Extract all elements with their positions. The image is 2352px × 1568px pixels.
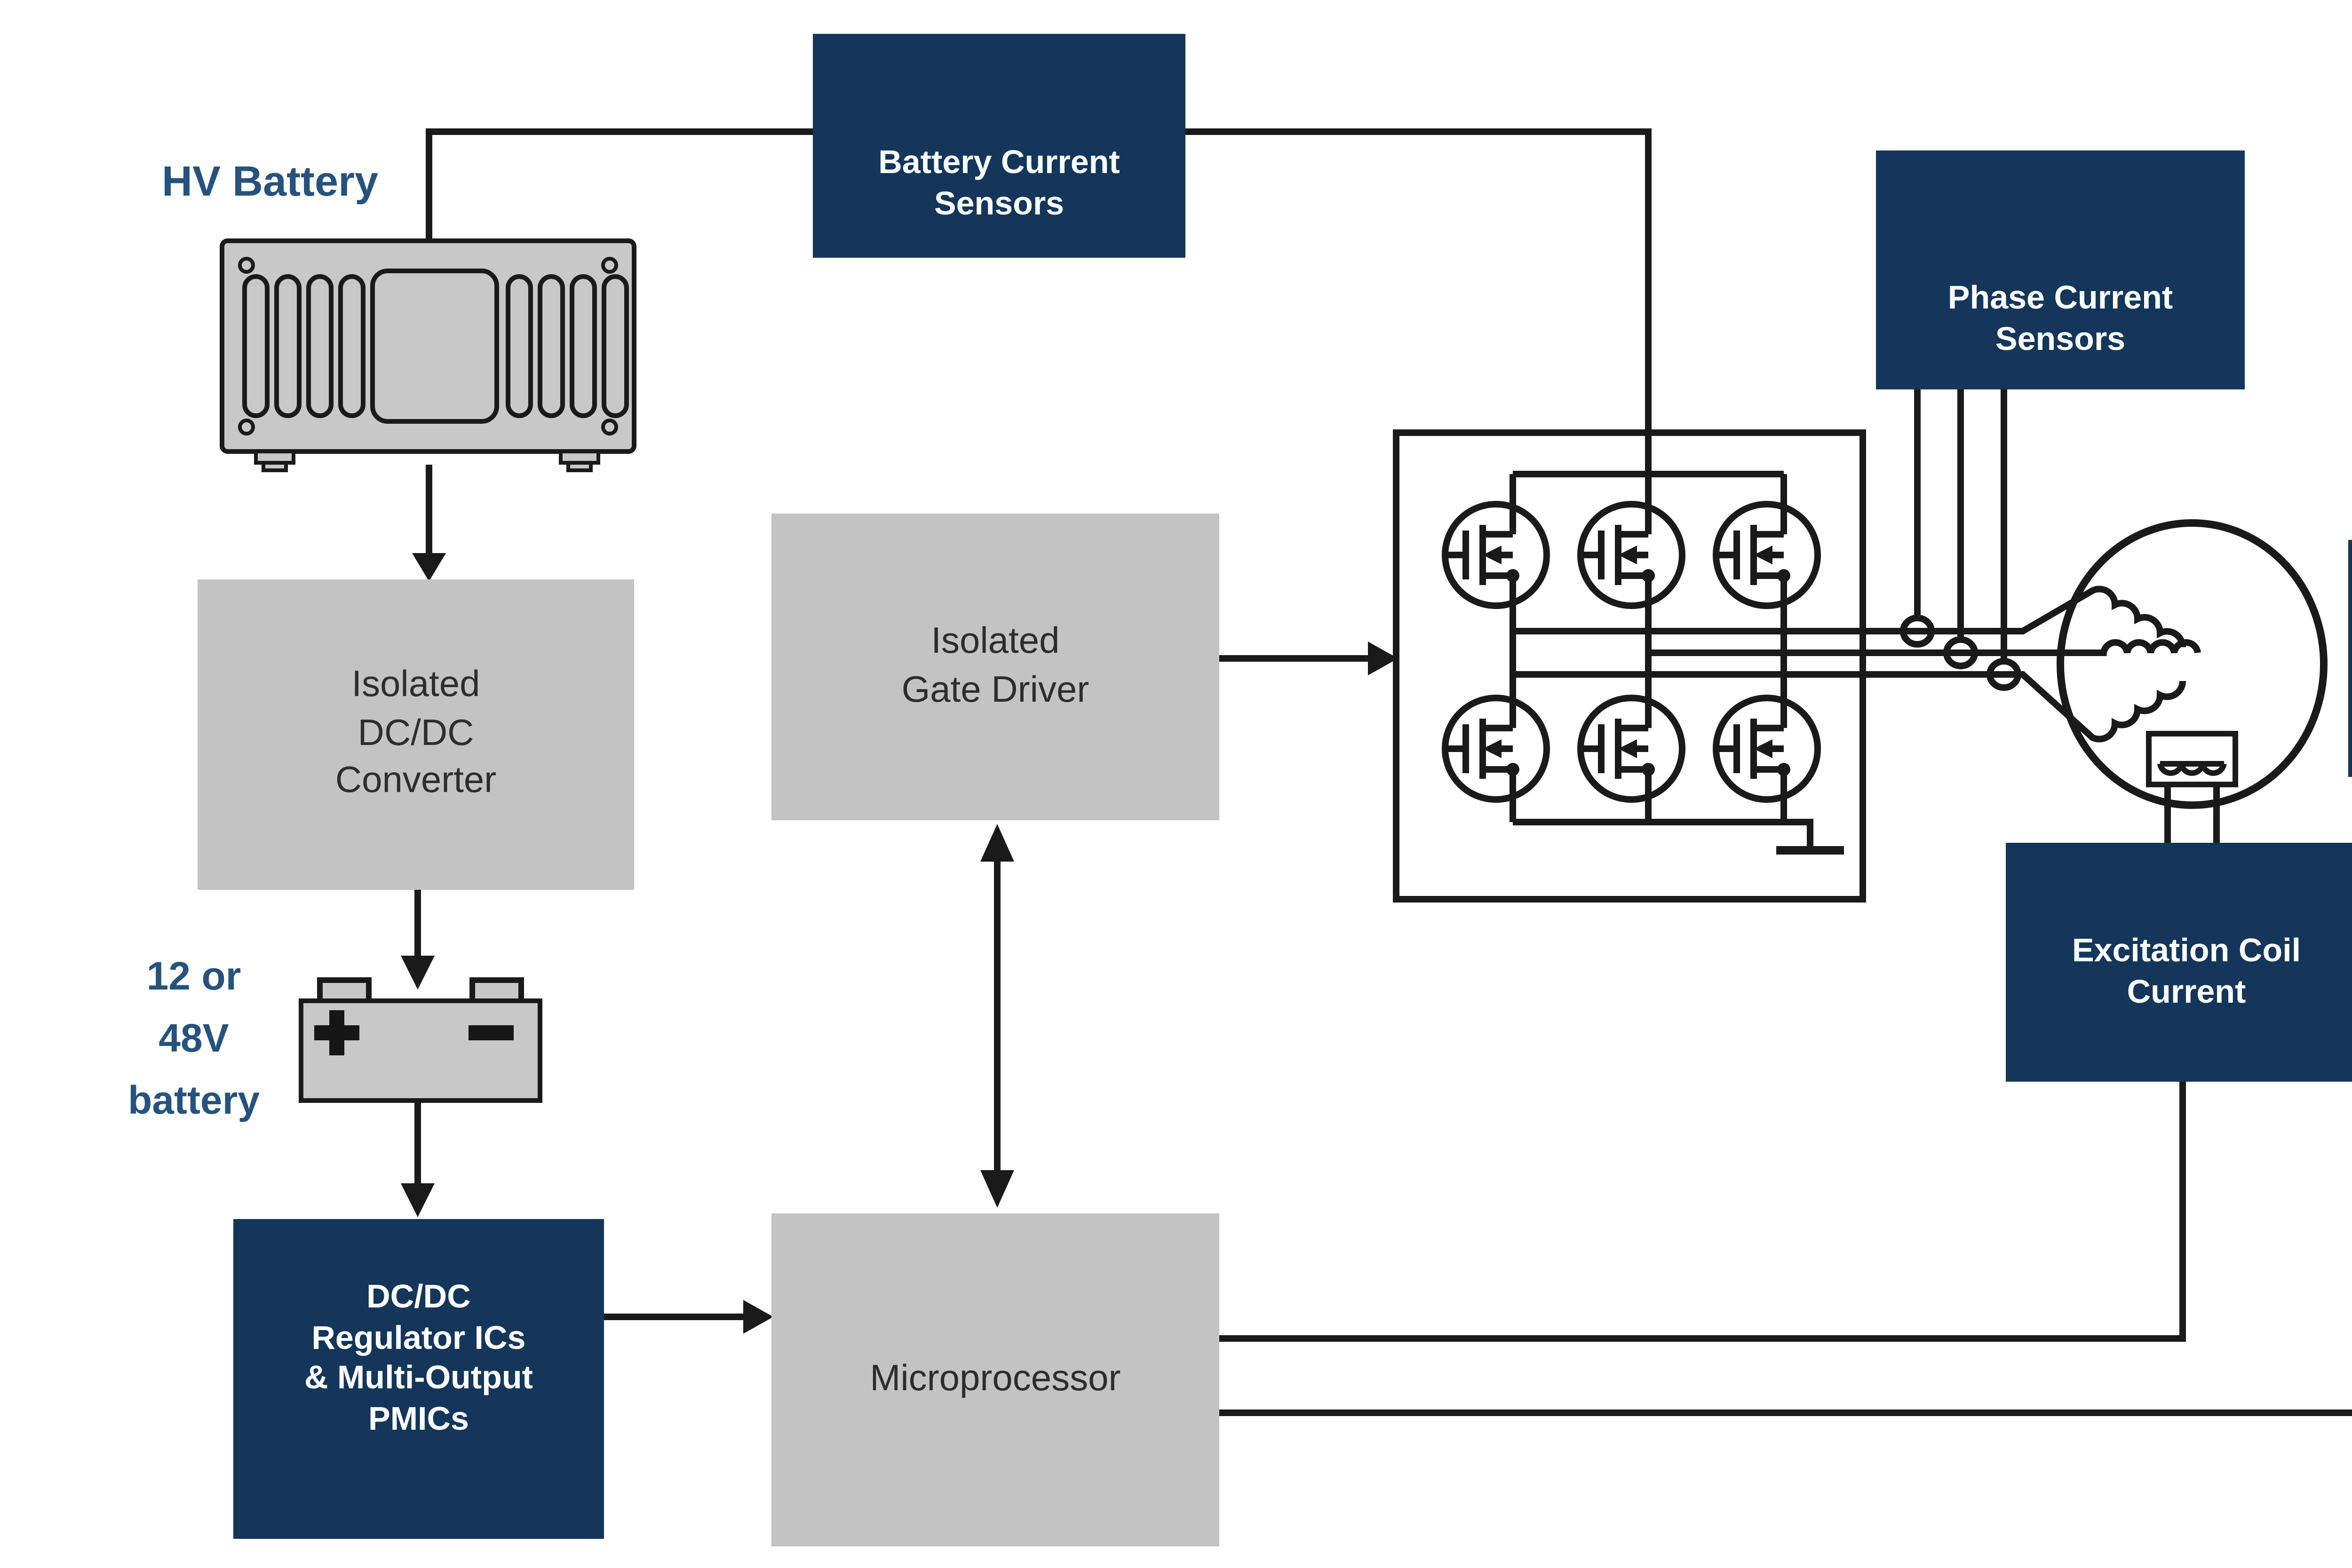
wire-rps-to-mcu — [1219, 1410, 2352, 1416]
arrow-into-regulator — [401, 1183, 435, 1217]
excitation-coil-icon — [2146, 731, 2238, 787]
hv-battery-label: HV Battery — [162, 158, 379, 205]
block-label: DC/DC Regulator ICs & Multi-Output PMICs — [304, 1277, 533, 1436]
wire-set — [414, 128, 2352, 1416]
block-microprocessor: Microprocessor — [771, 1213, 1219, 1546]
phase-c-line-winding — [1513, 671, 2186, 743]
block-label: Excitation Coil Current — [2072, 931, 2301, 1009]
arrow-into-inverter — [1368, 641, 1398, 675]
phase-b-line-winding — [1648, 639, 2201, 656]
block-rotor-position-sensor: Rotor Position Sensor — [2348, 540, 2352, 777]
block-phase-current-sensors: Phase Current Sensors — [1876, 150, 2245, 389]
block-excitation-coil-current: Excitation Coil Current — [2006, 843, 2352, 1082]
block-label: Microprocessor — [870, 1358, 1121, 1399]
arrowheads — [401, 553, 1398, 1334]
block-label: Isolated Gate Driver — [901, 621, 1089, 710]
arrow-into-lv-battery — [401, 956, 435, 990]
lv-battery-label: 12 or 48V battery — [127, 956, 260, 1123]
motor-icon — [2057, 519, 2328, 809]
lv-battery-icon — [299, 977, 542, 1103]
arrow-into-mcu — [743, 1300, 773, 1334]
block-label: Phase Current Sensors — [1947, 278, 2173, 356]
plus-terminal-icon — [314, 1010, 359, 1055]
wire-excitation-to-mcu — [1219, 1082, 2186, 1342]
block-label: Isolated DC/DC Converter — [335, 665, 497, 802]
phase-a-line-winding — [1513, 586, 2186, 648]
arrow-down-into-mcu — [980, 1170, 1014, 1208]
block-label: Battery Current Sensors — [878, 143, 1120, 221]
arrow-into-converter — [412, 553, 446, 581]
block-isolated-dcdc-converter: Isolated DC/DC Converter — [198, 579, 634, 890]
hv-battery-pack-icon — [220, 238, 636, 472]
arrow-up-into-driver — [980, 824, 1014, 862]
inverter-bottom-bus — [1513, 819, 1813, 850]
block-dcdc-regulator-pmics: DC/DC Regulator ICs & Multi-Output PMICs — [233, 1219, 604, 1539]
block-isolated-gate-driver: Isolated Gate Driver — [771, 514, 1219, 820]
block-battery-current-sensors: Battery Current Sensors — [813, 34, 1185, 258]
